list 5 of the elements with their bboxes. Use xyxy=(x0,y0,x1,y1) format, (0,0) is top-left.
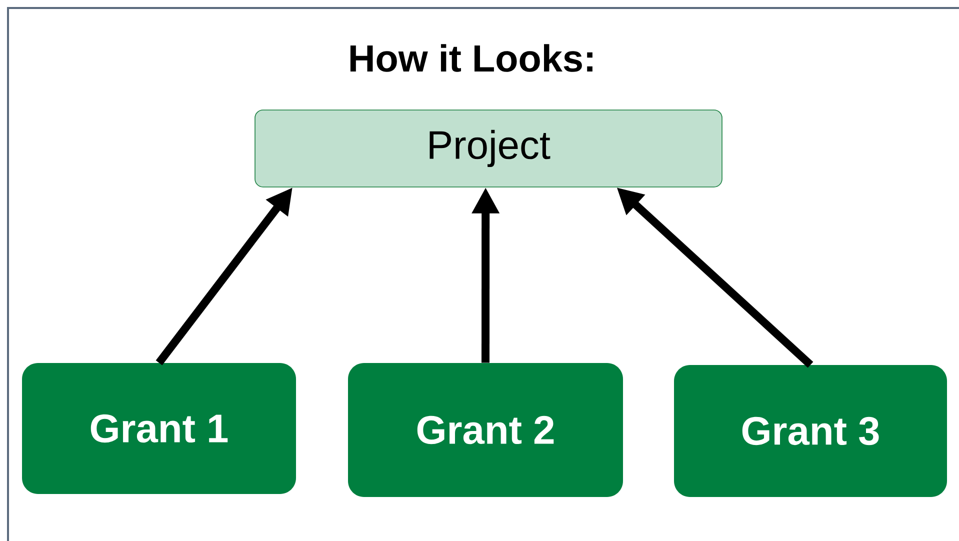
title: How it Looks: xyxy=(350,44,592,72)
grant-box: Grant 3 xyxy=(674,364,947,497)
grant-box: Grant 2 xyxy=(348,362,623,497)
grant-box: Grant 1 xyxy=(22,362,296,494)
project-box: Project xyxy=(254,110,722,188)
